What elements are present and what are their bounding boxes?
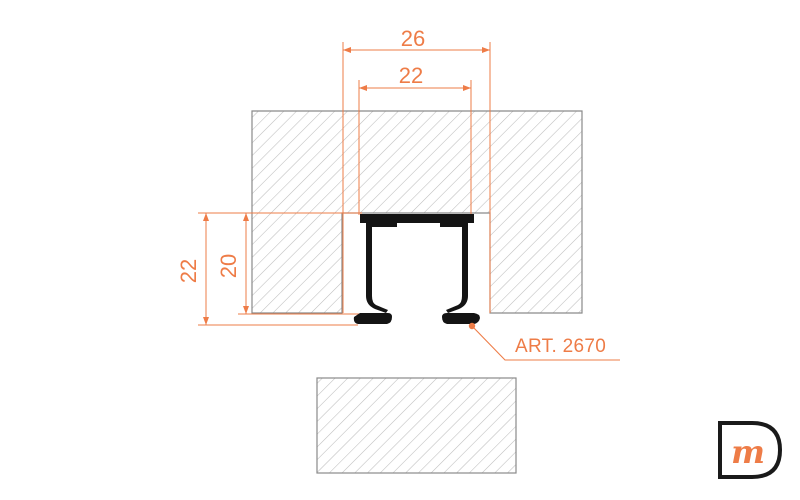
track-profile-right-lip — [442, 313, 480, 324]
dim-inner-width-arrow-left — [359, 85, 367, 91]
dim-outer-height-arrow-top — [203, 213, 209, 221]
dim-inner-height-arrow-top — [243, 213, 249, 221]
dim-inner-width-arrow-right — [463, 85, 471, 91]
dim-outer-height-arrow-bottom — [203, 317, 209, 325]
ceiling-block — [251, 110, 583, 314]
dimension-lines — [198, 42, 491, 326]
track-profile — [353, 214, 480, 324]
dim-inner-height-label: 20 — [216, 254, 241, 278]
callout-label: ART. 2670 — [515, 336, 606, 357]
dim-outer-height-label: 22 — [176, 259, 201, 283]
logo-letters: m — [731, 433, 765, 471]
track-profile-body — [360, 214, 474, 313]
dim-inner-width-label: 22 — [399, 63, 423, 88]
dim-outer-width-label: 26 — [401, 26, 425, 51]
dim-outer-width-arrow-right — [482, 47, 490, 53]
dim-outer-width-arrow-left — [343, 47, 351, 53]
dim-inner-height-arrow-bottom — [243, 306, 249, 314]
dm-monogram-icon: m — [718, 421, 783, 479]
callout-leader-line — [471, 325, 620, 361]
track-profile-left-lip — [353, 313, 392, 324]
door-panel-block — [316, 377, 517, 474]
